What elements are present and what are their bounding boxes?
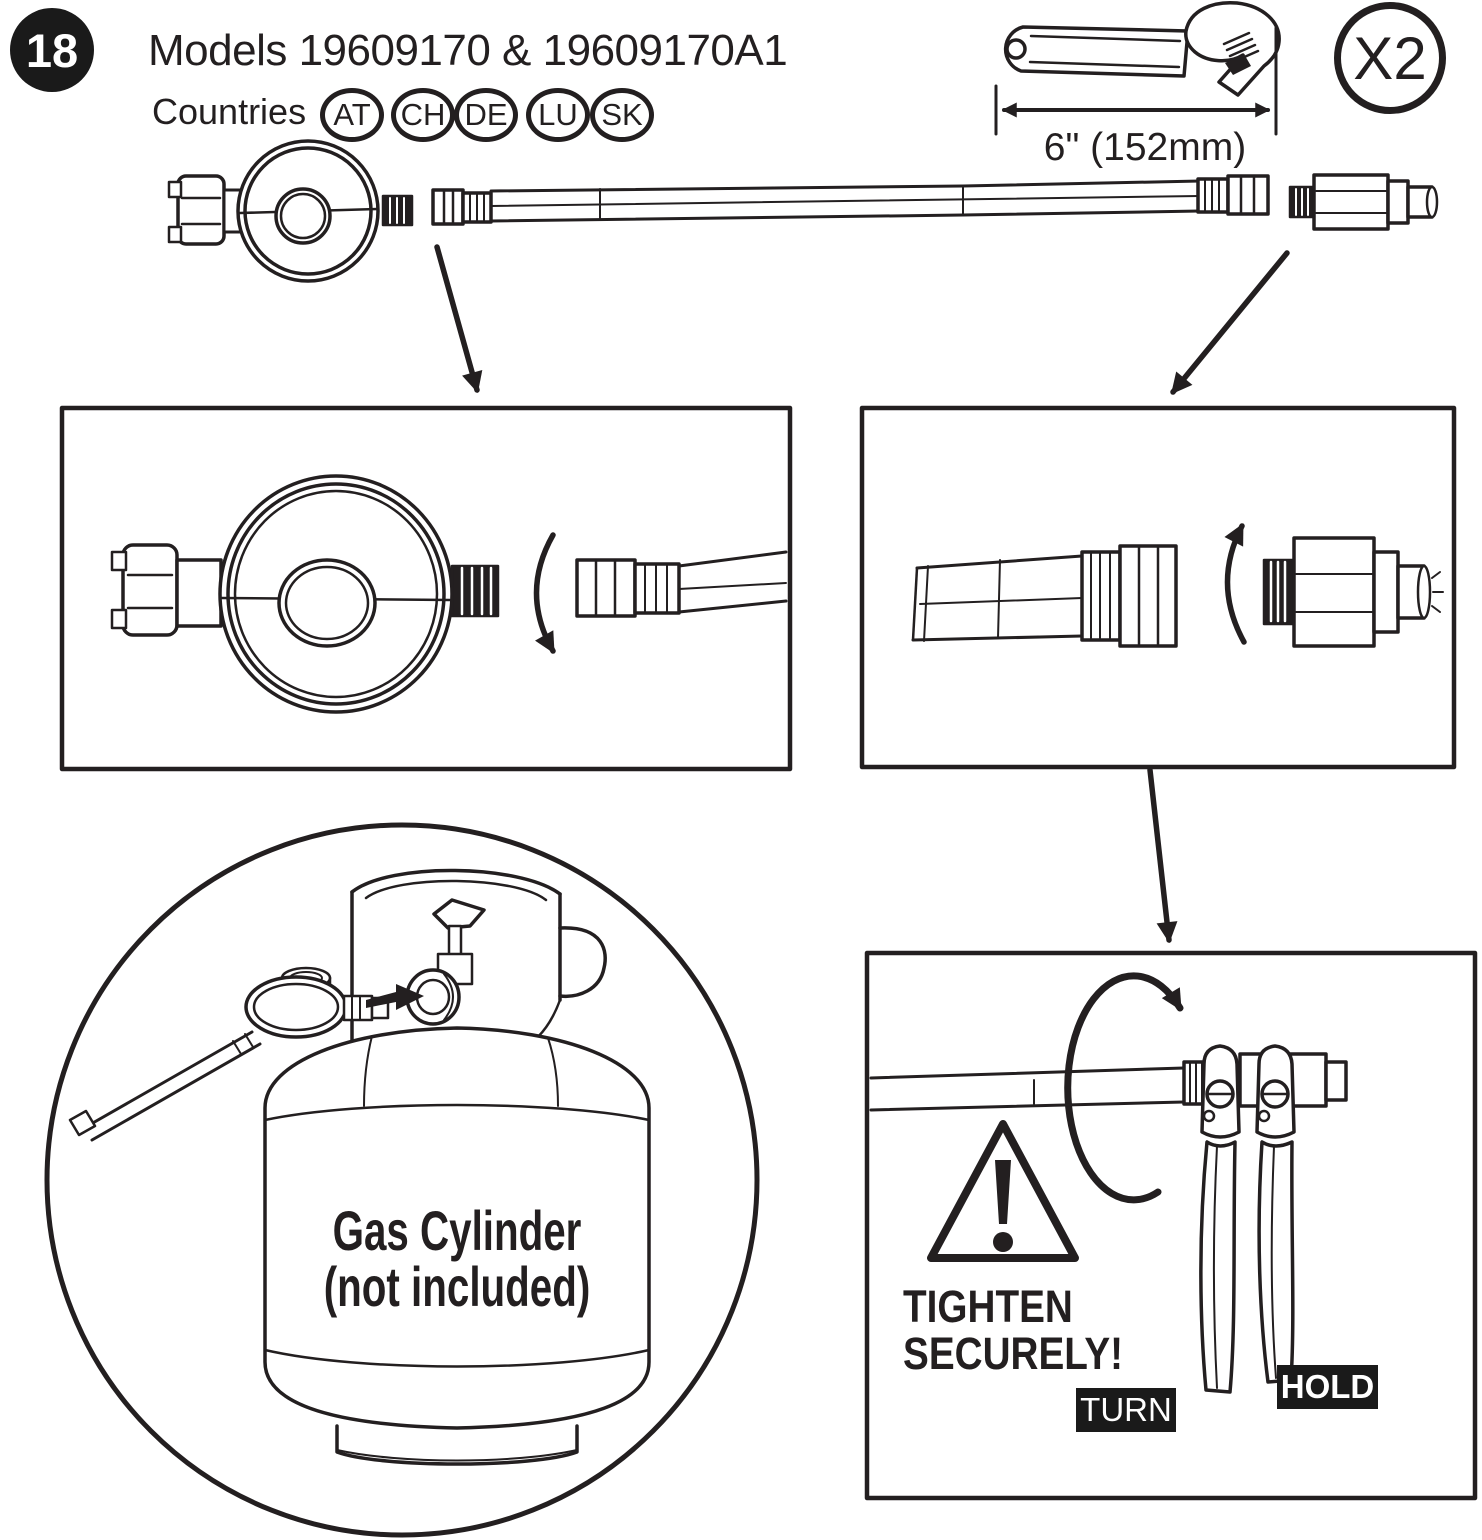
warning-text-line1: TIGHTEN — [903, 1281, 1073, 1332]
country-badge-ch: CH — [391, 88, 455, 142]
clockwise-rotation-arrow — [1064, 972, 1184, 1204]
quantity-label: X2 — [1353, 24, 1427, 92]
country-code: SK — [601, 97, 643, 132]
rotate-arrow — [533, 532, 556, 654]
detail-box-left — [59, 405, 793, 772]
step-number-badge: 18 — [10, 8, 94, 92]
turn-text: TURN — [1080, 1391, 1172, 1428]
wrench-size-label: 6" (152mm) — [1043, 126, 1247, 169]
hold-text: HOLD — [1280, 1368, 1375, 1405]
exclamation-triangle-icon — [927, 1120, 1079, 1262]
adjustable-wrench-icon — [1003, 0, 1281, 97]
country-code: AT — [333, 97, 371, 132]
warning-text-line2: SECURELY! — [903, 1328, 1124, 1379]
country-code: CH — [400, 97, 446, 132]
tighten-box — [864, 950, 1478, 1501]
gas-cylinder-callout — [44, 822, 760, 1538]
quantity-badge: X2 — [1334, 2, 1446, 114]
step-number: 18 — [25, 23, 79, 77]
rotate-arrow — [1224, 523, 1247, 645]
country-code: LU — [538, 97, 578, 132]
country-badge-de: DE — [454, 88, 518, 142]
turn-label: TURN — [1076, 1388, 1176, 1432]
regulator-hose-assembly — [167, 139, 1439, 283]
hold-wrench — [1255, 1044, 1296, 1384]
hold-label: HOLD — [1277, 1365, 1378, 1409]
pointer-arrows — [434, 244, 1290, 944]
connect-arrow — [366, 984, 424, 1010]
gas-cylinder-label-line2: (not included) — [323, 1255, 591, 1318]
country-badge-at: AT — [320, 88, 384, 142]
detail-box-right — [859, 405, 1457, 770]
arrow-to-tighten-box — [1147, 767, 1178, 944]
countries-label: Countries — [152, 91, 307, 132]
arrow-to-left-detail — [434, 244, 483, 394]
dimension-line — [994, 26, 1278, 136]
arrow-to-right-detail — [1170, 250, 1290, 395]
country-badge-lu: LU — [526, 88, 590, 142]
turn-wrench — [1199, 1044, 1241, 1394]
country-badge-sk: SK — [590, 88, 654, 142]
gas-cylinder-label-line1: Gas Cylinder — [332, 1199, 582, 1262]
country-code: DE — [464, 97, 508, 132]
models-title: Models 19609170 & 19609170A1 — [148, 26, 788, 75]
